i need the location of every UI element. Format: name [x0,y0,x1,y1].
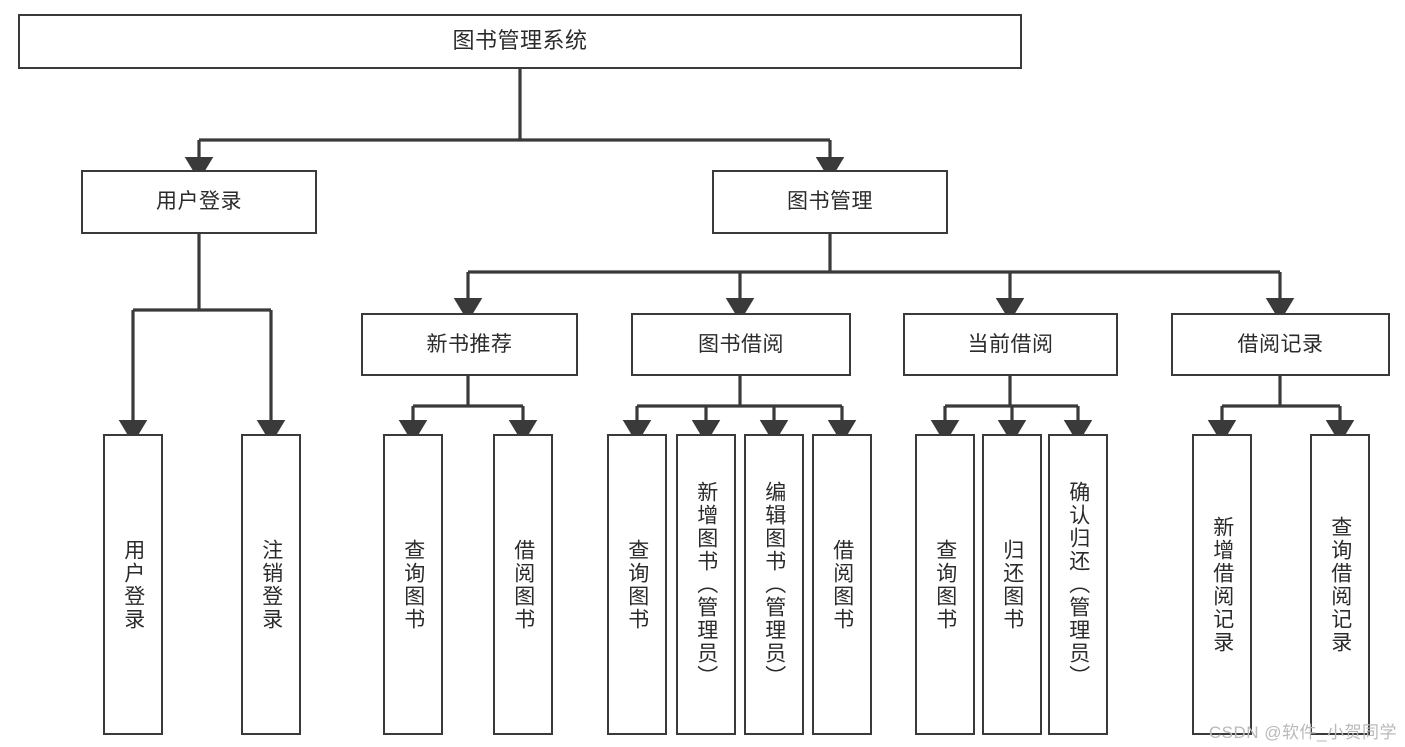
node-label: 用户登录 [156,190,242,214]
node-label: 确认归还（管理员） [1066,481,1090,688]
node-label: 新书推荐 [426,332,513,356]
node-label: 归还图书 [1000,538,1024,631]
leaf-borrow-query-books[interactable]: 查询图书 [607,434,667,735]
leaf-logout[interactable]: 注销登录 [241,434,301,735]
node-label: 查询借阅记录 [1328,515,1352,654]
leaf-current-confirm-return-admin[interactable]: 确认归还（管理员） [1048,434,1108,735]
node-user-login[interactable]: 用户登录 [81,170,317,234]
node-label: 查询图书 [401,538,425,631]
node-label: 新增借阅记录 [1210,515,1234,654]
node-current-borrow[interactable]: 当前借阅 [903,313,1118,376]
edges-level3-currentborrow-to-leaves [930,376,1093,444]
edges-level3-newbook-to-leaves [398,376,538,444]
leaf-newbook-borrow-books[interactable]: 借阅图书 [493,434,553,735]
edges-root-to-level2 [184,69,845,181]
leaf-records-query-record[interactable]: 查询借阅记录 [1310,434,1370,735]
node-book-borrow[interactable]: 图书借阅 [631,313,851,376]
node-new-book-recommend[interactable]: 新书推荐 [361,313,578,376]
leaf-borrow-add-book-admin[interactable]: 新增图书（管理员） [676,434,736,735]
leaf-current-return-books[interactable]: 归还图书 [982,434,1042,735]
node-label: 当前借阅 [967,332,1054,356]
leaf-current-query-books[interactable]: 查询图书 [915,434,975,735]
leaf-records-add-record[interactable]: 新增借阅记录 [1192,434,1252,735]
node-label: 用户登录 [121,538,145,631]
node-label: 查询图书 [625,538,649,631]
node-label: 注销登录 [259,538,283,631]
node-book-management[interactable]: 图书管理 [712,170,948,234]
node-label: 图书借阅 [698,332,784,356]
leaf-newbook-query-books[interactable]: 查询图书 [383,434,443,735]
leaf-user-login[interactable]: 用户登录 [103,434,163,735]
edges-level2-bookmgmt-to-level3 [453,234,1295,322]
node-label: 借阅记录 [1237,332,1324,356]
leaf-borrow-borrow-books[interactable]: 借阅图书 [812,434,872,735]
node-label: 借阅图书 [830,538,854,631]
node-label: 借阅图书 [511,538,535,631]
node-label: 查询图书 [933,538,957,631]
node-label: 新增图书（管理员） [694,481,718,688]
edges-level3-bookborrow-to-leaves [622,376,857,444]
node-label: 图书管理系统 [452,28,588,54]
edges-level2-userlogin-to-leaves [118,234,286,444]
node-label: 编辑图书（管理员） [762,481,786,688]
node-borrow-records[interactable]: 借阅记录 [1171,313,1390,376]
node-label: 图书管理 [787,190,873,214]
edges-level3-records-to-leaves [1207,376,1355,444]
leaf-borrow-edit-book-admin[interactable]: 编辑图书（管理员） [744,434,804,735]
node-root-library-system[interactable]: 图书管理系统 [18,14,1022,69]
